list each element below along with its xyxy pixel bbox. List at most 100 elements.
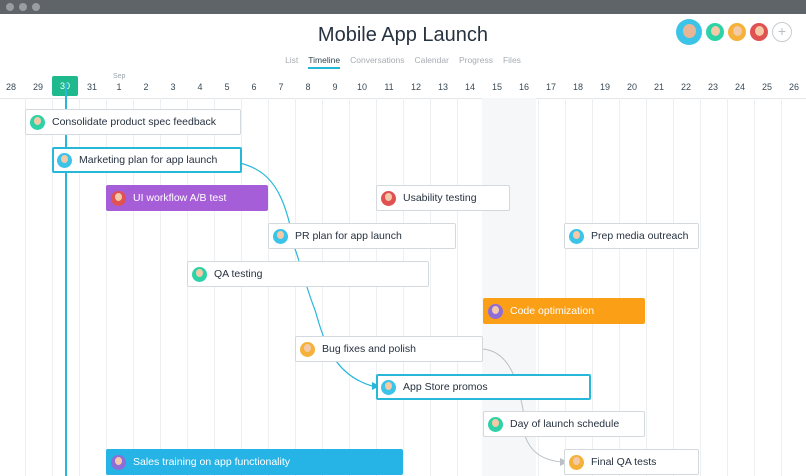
task-label: QA testing	[214, 268, 263, 280]
date-label: 3	[170, 82, 176, 92]
date-label: 17	[545, 82, 556, 92]
avatar[interactable]	[706, 23, 724, 41]
grid-column-line	[241, 98, 242, 476]
grid-column-line	[295, 98, 296, 476]
date-label: 28	[5, 82, 16, 92]
maximize-window-icon[interactable]	[32, 3, 40, 11]
task-label: App Store promos	[403, 381, 488, 393]
task-bar[interactable]: Bug fixes and polish	[295, 336, 483, 362]
date-label: 22	[680, 82, 691, 92]
tab-files[interactable]: Files	[502, 55, 521, 65]
grid-column-line	[673, 98, 674, 476]
window-titlebar	[0, 0, 806, 14]
task-bar[interactable]: Final QA tests	[564, 449, 699, 475]
date-label: 20	[626, 82, 637, 92]
assignee-avatar[interactable]	[381, 379, 396, 395]
assignee-avatar[interactable]	[300, 341, 315, 357]
date-label: 8	[305, 82, 311, 92]
assignee-avatar[interactable]	[488, 303, 503, 319]
page-title: Mobile App Launch	[317, 24, 489, 46]
date-label: 14	[464, 82, 475, 92]
date-label: 25	[761, 82, 772, 92]
date-label: 13	[437, 82, 448, 92]
grid-column-line	[106, 98, 107, 476]
grid-column-line	[754, 98, 755, 476]
task-label: Bug fixes and polish	[322, 343, 416, 355]
grid-column-line	[187, 98, 188, 476]
assignee-avatar[interactable]	[381, 190, 396, 206]
date-label: 24	[734, 82, 745, 92]
task-label: Final QA tests	[591, 456, 657, 468]
today-marker	[65, 83, 67, 476]
avatar[interactable]	[750, 23, 768, 41]
grid-column-line	[52, 98, 53, 476]
tab-calendar[interactable]: Calendar	[414, 55, 449, 65]
task-bar[interactable]: Consolidate product spec feedback	[25, 109, 241, 135]
date-label: 26	[788, 82, 799, 92]
date-label: 2	[143, 82, 149, 92]
grid-column-line	[79, 98, 80, 476]
task-bar[interactable]: Day of launch schedule	[483, 411, 645, 437]
task-bar[interactable]: Sales training on app functionality	[106, 449, 403, 475]
date-label: 31	[86, 82, 97, 92]
tab-list[interactable]: List	[285, 55, 299, 65]
task-bar[interactable]: App Store promos	[376, 374, 591, 400]
grid-column-line	[403, 98, 404, 476]
date-label: 11	[384, 82, 394, 92]
date-label: 10	[356, 82, 367, 92]
task-label: Consolidate product spec feedback	[52, 116, 217, 128]
grid-column-line	[619, 98, 620, 476]
task-label: UI workflow A/B test	[133, 192, 227, 204]
grid-column-line	[322, 98, 323, 476]
grid-column-line	[25, 98, 26, 476]
grid-column-line	[214, 98, 215, 476]
task-bar[interactable]: Code optimization	[483, 298, 645, 324]
task-bar[interactable]: UI workflow A/B test	[106, 185, 268, 211]
date-label: 19	[599, 82, 610, 92]
assignee-avatar[interactable]	[57, 152, 72, 168]
assignee-avatar[interactable]	[569, 454, 584, 470]
task-label: Usability testing	[403, 192, 477, 204]
task-bar[interactable]: Prep media outreach	[564, 223, 699, 249]
assignee-avatar[interactable]	[488, 416, 503, 432]
minimize-window-icon[interactable]	[19, 3, 27, 11]
task-label: Marketing plan for app launch	[79, 154, 218, 166]
tab-progress[interactable]: Progress	[458, 55, 493, 65]
task-label: Day of launch schedule	[510, 418, 620, 430]
add-member-icon[interactable]: +	[772, 22, 792, 42]
date-label: 15	[491, 82, 502, 92]
assignee-avatar[interactable]	[192, 266, 207, 282]
assignee-avatar[interactable]	[273, 228, 288, 244]
grid-column-line	[727, 98, 728, 476]
month-label: Sep	[113, 73, 126, 80]
task-label: Sales training on app functionality	[133, 456, 291, 468]
grid-column-line	[700, 98, 701, 476]
tab-conversations[interactable]: Conversations	[350, 55, 405, 65]
task-label: Code optimization	[510, 305, 595, 317]
assignee-avatar[interactable]	[569, 228, 584, 244]
project-tabs: List Timeline Conversations Calendar Pro…	[0, 55, 806, 69]
grid-column-line	[781, 98, 782, 476]
grid-column-line	[349, 98, 350, 476]
tab-timeline[interactable]: Timeline	[308, 55, 341, 69]
date-label: 9	[332, 82, 338, 92]
task-bar[interactable]: QA testing	[187, 261, 429, 287]
assignee-avatar[interactable]	[30, 114, 45, 130]
assignee-avatar[interactable]	[111, 190, 126, 206]
date-label: 21	[653, 82, 664, 92]
date-label: 29	[32, 82, 43, 92]
date-label: 23	[707, 82, 718, 92]
task-bar[interactable]: PR plan for app launch	[268, 223, 456, 249]
date-label: 16	[518, 82, 529, 92]
task-label: PR plan for app launch	[295, 230, 402, 242]
timeline-date-header: Sep 282930311234567891011121314151617181…	[0, 70, 806, 99]
avatar[interactable]	[676, 19, 702, 45]
assignee-avatar[interactable]	[111, 454, 126, 470]
project-members: +	[676, 19, 792, 45]
avatar[interactable]	[728, 23, 746, 41]
task-bar[interactable]: Marketing plan for app launch	[52, 147, 242, 173]
grid-column-line	[457, 98, 458, 476]
task-bar[interactable]: Usability testing	[376, 185, 510, 211]
close-window-icon[interactable]	[6, 3, 14, 11]
date-label: 12	[410, 82, 421, 92]
